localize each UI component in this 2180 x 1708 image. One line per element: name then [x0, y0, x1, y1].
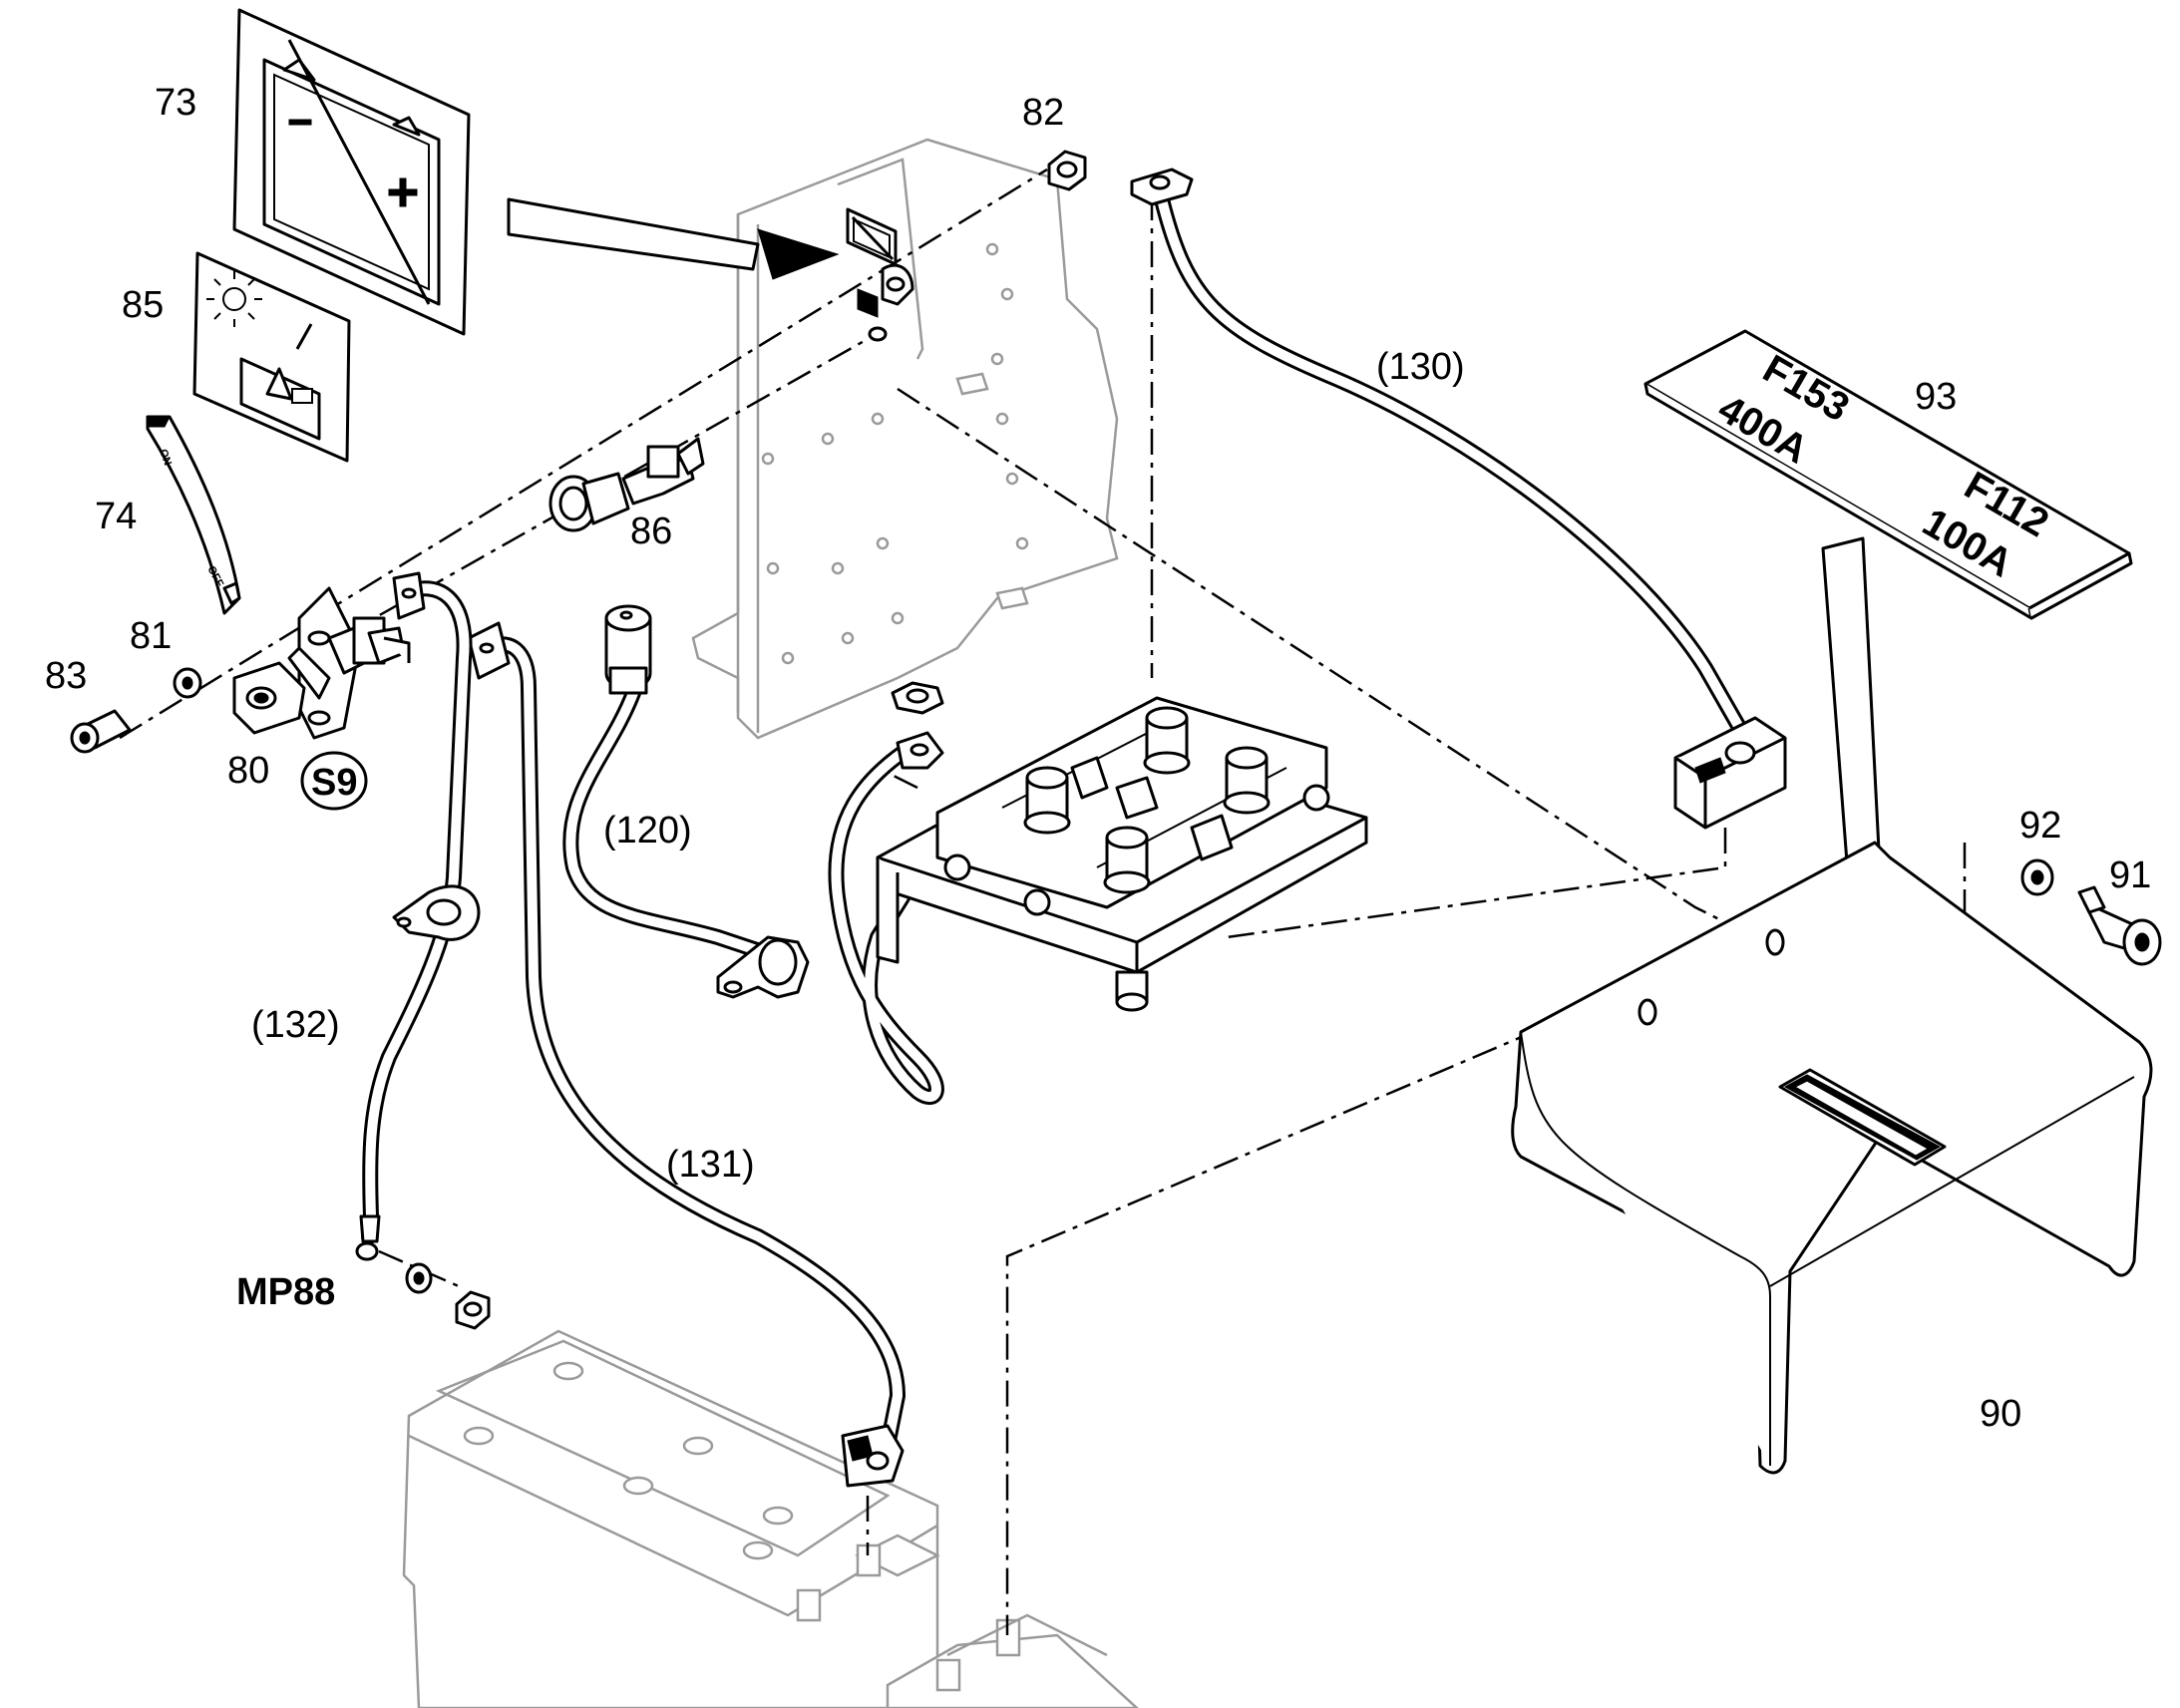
- s9-badge: S9: [300, 751, 368, 811]
- bolt-83: [70, 709, 132, 754]
- callout-93: 93: [1915, 376, 1957, 418]
- callout-73: 73: [155, 82, 196, 124]
- washer-81: [173, 667, 202, 699]
- callout-82: 82: [1022, 92, 1064, 134]
- washer-92: [2020, 858, 2054, 896]
- callout-91: 91: [2109, 854, 2151, 896]
- callout-85: 85: [122, 284, 164, 326]
- cover-90: [1511, 841, 2153, 1475]
- panel-sticker: [846, 207, 914, 342]
- switch-plate-74: ON OFF: [146, 415, 241, 615]
- callout-92: 92: [2019, 805, 2061, 847]
- callout-86: 86: [630, 511, 672, 552]
- fuse-stud-3: [1223, 746, 1271, 815]
- callout-131: (131): [666, 1144, 755, 1186]
- light-sticker-85: [192, 251, 351, 463]
- callout-mp88: MP88: [236, 1271, 335, 1313]
- callout-90: 90: [1980, 1393, 2021, 1435]
- cable-131: [467, 621, 906, 1488]
- battery-switch-80: [232, 586, 411, 740]
- callout-120: (120): [603, 810, 692, 852]
- callout-81: 81: [130, 615, 172, 657]
- mounting-panel: [691, 138, 1119, 740]
- battery-sticker-73: [232, 8, 471, 336]
- fuse-label-93: F153 400A F112 100A: [1643, 329, 2133, 620]
- switch-plate-on-label: ON: [157, 448, 174, 468]
- mp88-nut: [455, 1290, 491, 1330]
- callout-74: 74: [95, 496, 137, 537]
- fuse-stud-2: [1143, 706, 1191, 775]
- bolt-91: [2077, 885, 2162, 966]
- fuse-stud-4: [1103, 826, 1151, 894]
- callout-132: (132): [251, 1004, 340, 1046]
- cable-fuse-link: [828, 681, 944, 1105]
- socket-86: [548, 437, 705, 532]
- callout-80: 80: [227, 750, 269, 792]
- cable-120: [562, 604, 810, 999]
- arrow-73: [507, 197, 840, 280]
- cable-132: [355, 571, 481, 1261]
- cable-130: [1130, 168, 1787, 830]
- callout-130: (130): [1376, 346, 1465, 388]
- nut-82: [1047, 150, 1087, 191]
- s9-label: S9: [311, 762, 357, 804]
- battery-left: [402, 1329, 940, 1708]
- fuse-box: [876, 372, 1368, 1012]
- mp88-washer: [405, 1262, 433, 1294]
- callout-83: 83: [45, 655, 87, 697]
- battery-right: [886, 1613, 1139, 1708]
- fuse-stud-1: [1023, 766, 1071, 835]
